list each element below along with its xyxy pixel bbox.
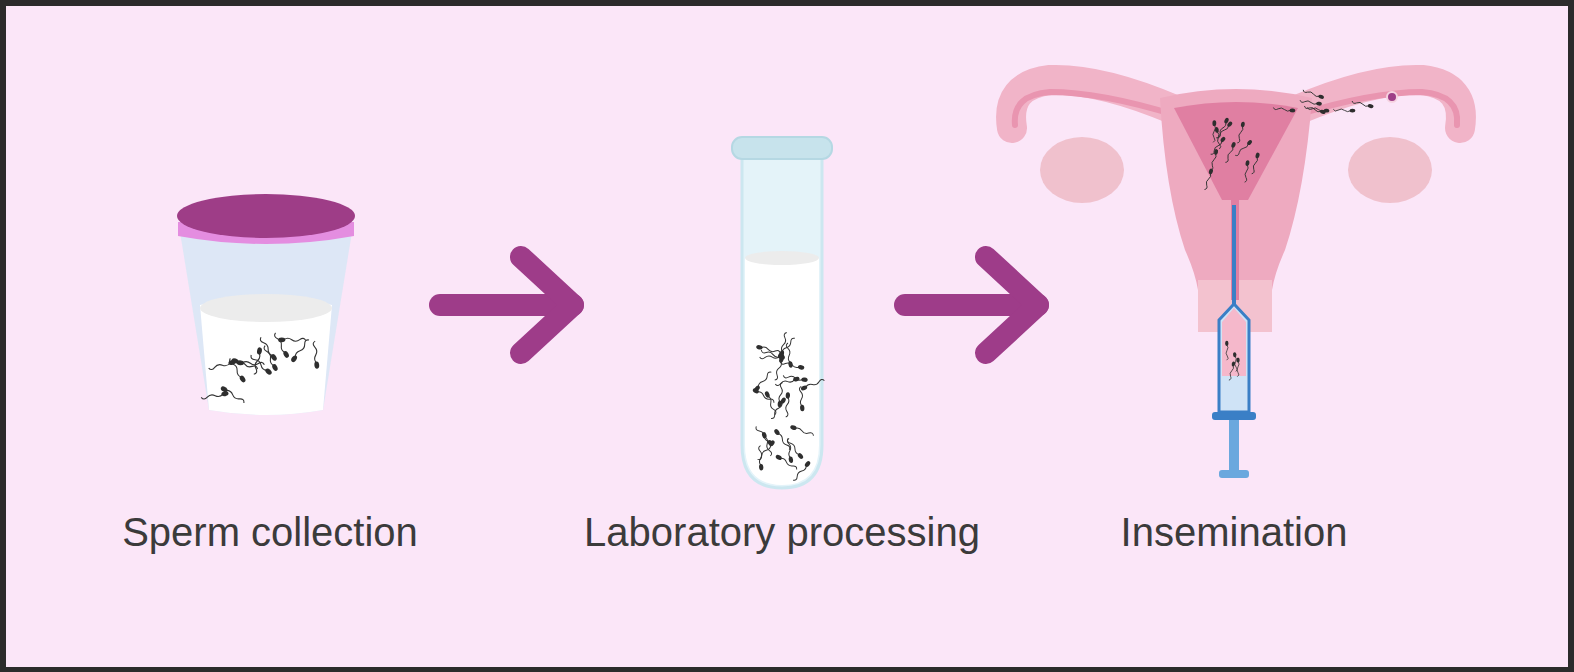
sperm-cell	[290, 338, 310, 363]
sperm-cell	[757, 439, 776, 461]
sperm-cell	[1212, 120, 1216, 142]
sperm-cell	[227, 358, 246, 384]
sperm-cell	[1236, 357, 1239, 376]
flow-arrow	[440, 257, 573, 353]
test-tube	[732, 137, 832, 488]
process-step: Laboratory processing	[575, 120, 905, 570]
sperm-cell	[273, 332, 290, 359]
sperm-cell	[792, 460, 811, 482]
sperm-cell	[262, 345, 279, 372]
sperm-cell	[1352, 100, 1374, 109]
step-label: Insemination	[1121, 508, 1348, 556]
sperm-cell	[790, 425, 815, 437]
sperm-cell	[1224, 142, 1236, 164]
sperm-cell	[1216, 117, 1229, 139]
sperm-cell	[764, 391, 778, 416]
sperm-cell	[800, 378, 825, 391]
process-step: Insemination	[1040, 60, 1480, 570]
sperm-cell	[784, 392, 790, 417]
sperm-cell	[752, 387, 776, 403]
sperm-cell	[761, 431, 773, 456]
sperm-cell	[1228, 361, 1236, 381]
sperm-cell	[1302, 89, 1324, 100]
sperm-cell	[220, 385, 246, 404]
sperm-cell	[786, 438, 805, 460]
sperm-cell	[786, 438, 793, 463]
sperm-cell	[1236, 121, 1245, 143]
sperm-cell	[774, 356, 785, 381]
sperm-cell	[231, 357, 259, 370]
sperm-cell	[252, 347, 262, 375]
sperm-cell	[775, 454, 798, 471]
sperm-cell	[757, 446, 763, 471]
insemination-catheter	[1212, 205, 1256, 478]
sperm-cell	[777, 336, 796, 358]
step-label: Laboratory processing	[584, 508, 980, 556]
sperm-cell	[780, 360, 805, 370]
sperm-cell	[756, 344, 781, 354]
sperm-cell	[1244, 160, 1250, 182]
specimen-cup	[177, 194, 355, 415]
sperm-cell	[1333, 108, 1355, 113]
sperm-cell	[1234, 139, 1253, 157]
sperm-cell	[258, 336, 278, 361]
sperm-cell	[783, 374, 808, 382]
flow-arrow	[905, 257, 1038, 353]
uterus-illustration	[1011, 80, 1461, 332]
sperm-cell	[1251, 152, 1261, 174]
sperm-cell	[1300, 99, 1322, 106]
sperm-cell	[1203, 168, 1213, 190]
process-step: Sperm collection	[100, 120, 440, 570]
sperm-cell	[1215, 121, 1233, 140]
sperm-cell	[1209, 149, 1218, 171]
sperm-cell	[312, 341, 320, 369]
sperm-cell	[1225, 341, 1229, 360]
sperm-cell	[777, 382, 783, 407]
sperm-cell	[201, 391, 229, 401]
sperm-cell	[278, 337, 306, 342]
sperm-cell	[1304, 105, 1326, 115]
sperm-cell	[773, 428, 791, 450]
sperm-cell	[1273, 106, 1295, 112]
step-label: Sperm collection	[122, 508, 418, 556]
